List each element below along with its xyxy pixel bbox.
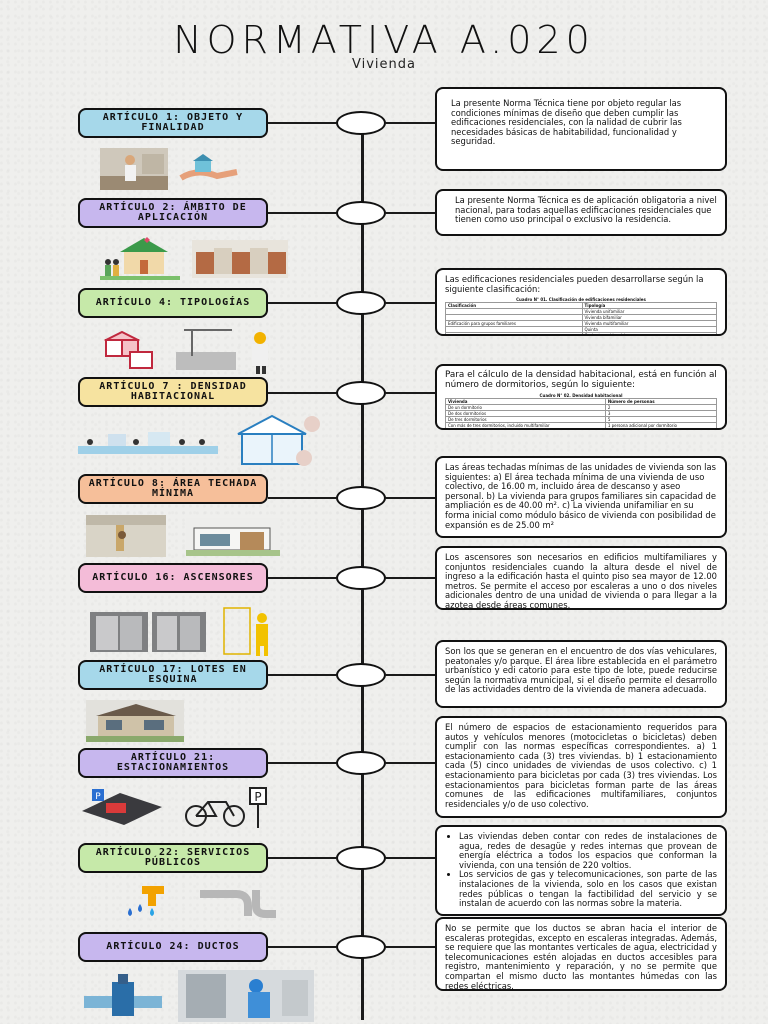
connector-line — [268, 946, 336, 948]
connector-line — [386, 122, 435, 124]
table-row: Con más de tres dormitorios, incluido mu… — [445, 422, 718, 428]
connector-line — [268, 762, 336, 764]
page-subtitle: Vivienda — [352, 57, 416, 72]
elevator-right-icon — [152, 612, 206, 652]
timeline-node — [336, 486, 386, 510]
article-21-text: El número de espacios de estacionamiento… — [435, 716, 727, 818]
bullet-item: Las viviendas deben contar con redes de … — [459, 831, 717, 870]
article-22-bullets: Las viviendas deben contar con redes de … — [445, 831, 717, 909]
connector-line — [268, 674, 336, 676]
timeline-node — [336, 566, 386, 590]
table-cell: Conjunto residencial — [581, 332, 717, 334]
connector-line — [386, 212, 435, 214]
house-in-hand-icon — [179, 154, 238, 181]
table-row: Vivienda de uso colectivo1 persona por d… — [446, 429, 717, 430]
article-7-card: Para el cálculo de la densidad habitacio… — [435, 364, 727, 430]
timeline-node — [336, 381, 386, 405]
timeline-node — [336, 751, 386, 775]
connector-line — [386, 392, 435, 394]
article-24-label: ARTÍCULO 24: DUCTOS — [78, 932, 268, 962]
connector-line — [386, 497, 435, 499]
duct-technician-photo-icon — [178, 970, 314, 1022]
family-house-icon — [100, 237, 180, 280]
article-22-label: ARTÍCULO 22: SERVICIOS PÚBLICOS — [78, 843, 268, 873]
connector-line — [268, 122, 336, 124]
article-1-text: La presente Norma Técnica tiene por obje… — [435, 87, 727, 171]
article-8-text: Las áreas techadas mínimas de las unidad… — [435, 456, 727, 538]
timeline-node — [336, 663, 386, 687]
community-people-icon — [78, 432, 218, 454]
bullet-item: Los servicios de gas y telecomunicacione… — [459, 870, 717, 908]
bicycle-parking-icon: P — [185, 787, 267, 828]
article-2-text: La presente Norma Técnica es de aplicaci… — [435, 189, 727, 236]
article-24-text: No se permite que los ductos se abran ha… — [435, 917, 727, 991]
timeline-node — [336, 291, 386, 315]
elevator-left-icon — [90, 612, 148, 652]
construction-engineer-icon — [176, 329, 268, 374]
timeline-node — [336, 846, 386, 870]
pipe-valve-icon — [84, 974, 162, 1016]
table-caption: Cuadro N° 02. Densidad habitacional — [539, 393, 623, 399]
elevator-technician-icon — [223, 607, 268, 656]
connector-line — [268, 497, 336, 499]
timeline-node — [336, 935, 386, 959]
table-cell: 1 persona adicional por dormitorio — [604, 422, 718, 428]
bike-parking-sign-text: P — [254, 790, 261, 804]
drain-pipe-icon — [200, 890, 276, 918]
connector-line — [268, 212, 336, 214]
article-1-label: ARTÍCULO 1: OBJETO Y FINALIDAD — [78, 108, 268, 138]
article-7-text: Para el cálculo de la densidad habitacio… — [445, 370, 717, 390]
connector-line — [386, 946, 435, 948]
article-17-text: Son los que se generan en el encuentro d… — [435, 640, 727, 708]
table-cell — [445, 332, 583, 334]
water-tap-icon — [128, 886, 164, 916]
corner-lot-house-icon — [86, 700, 184, 742]
connector-line — [268, 857, 336, 859]
article-4-label: ARTÍCULO 4: TIPOLOGÍAS — [78, 288, 268, 318]
connector-line — [386, 302, 435, 304]
parking-lot-sign-text: P — [95, 792, 101, 802]
building-blocks-icon — [103, 330, 153, 369]
article-21-label: ARTÍCULO 21: ESTACIONAMIENTOS — [78, 748, 268, 778]
timeline-node — [336, 111, 386, 135]
article-7-label: ARTÍCULO 7 : DENSIDAD HABITACIONAL — [78, 377, 268, 407]
article-4-card: Las edificaciones residenciales pueden d… — [435, 268, 727, 336]
connector-line — [386, 762, 435, 764]
connector-line — [386, 674, 435, 676]
article-2-label: ARTÍCULO 2: ÁMBITO DE APLICACIÓN — [78, 198, 268, 228]
article-4-text: Las edificaciones residenciales pueden d… — [445, 274, 704, 294]
connector-line — [268, 577, 336, 579]
timeline-node — [336, 201, 386, 225]
article-17-label: ARTÍCULO 17: LOTES EN ESQUINA — [78, 660, 268, 690]
page-title: NORMATIVA A.020 — [173, 18, 595, 62]
row-houses-icon — [192, 240, 288, 278]
table-caption: Cuadro N° 01. Clasificación de edificaci… — [516, 297, 646, 303]
house-interior-icon — [237, 414, 320, 466]
connector-line — [386, 857, 435, 859]
table-cell: 1 persona por dormitorio — [605, 429, 716, 430]
parking-lot-icon: P — [82, 789, 162, 825]
article-8-label: ARTÍCULO 8: ÁREA TECHADA MÍNIMA — [78, 474, 268, 504]
article-16-text: Los ascensores son necesarios en edifici… — [435, 546, 727, 610]
tipologias-table: Cuadro N° 01. Clasificación de edificaci… — [445, 297, 717, 334]
modern-house-icon — [186, 518, 280, 556]
article-16-label: ARTÍCULO 16: ASCENSORES — [78, 563, 268, 593]
article-22-card: Las viviendas deben contar con redes de … — [435, 825, 727, 916]
connector-line — [268, 302, 336, 304]
table-cell: Vivienda de uso colectivo — [446, 429, 606, 430]
connector-line — [268, 392, 336, 394]
worker-photo-icon — [100, 148, 168, 190]
ceiling-work-photo-icon — [86, 515, 166, 557]
connector-line — [386, 577, 435, 579]
table-row: Conjunto residencial — [445, 332, 717, 334]
